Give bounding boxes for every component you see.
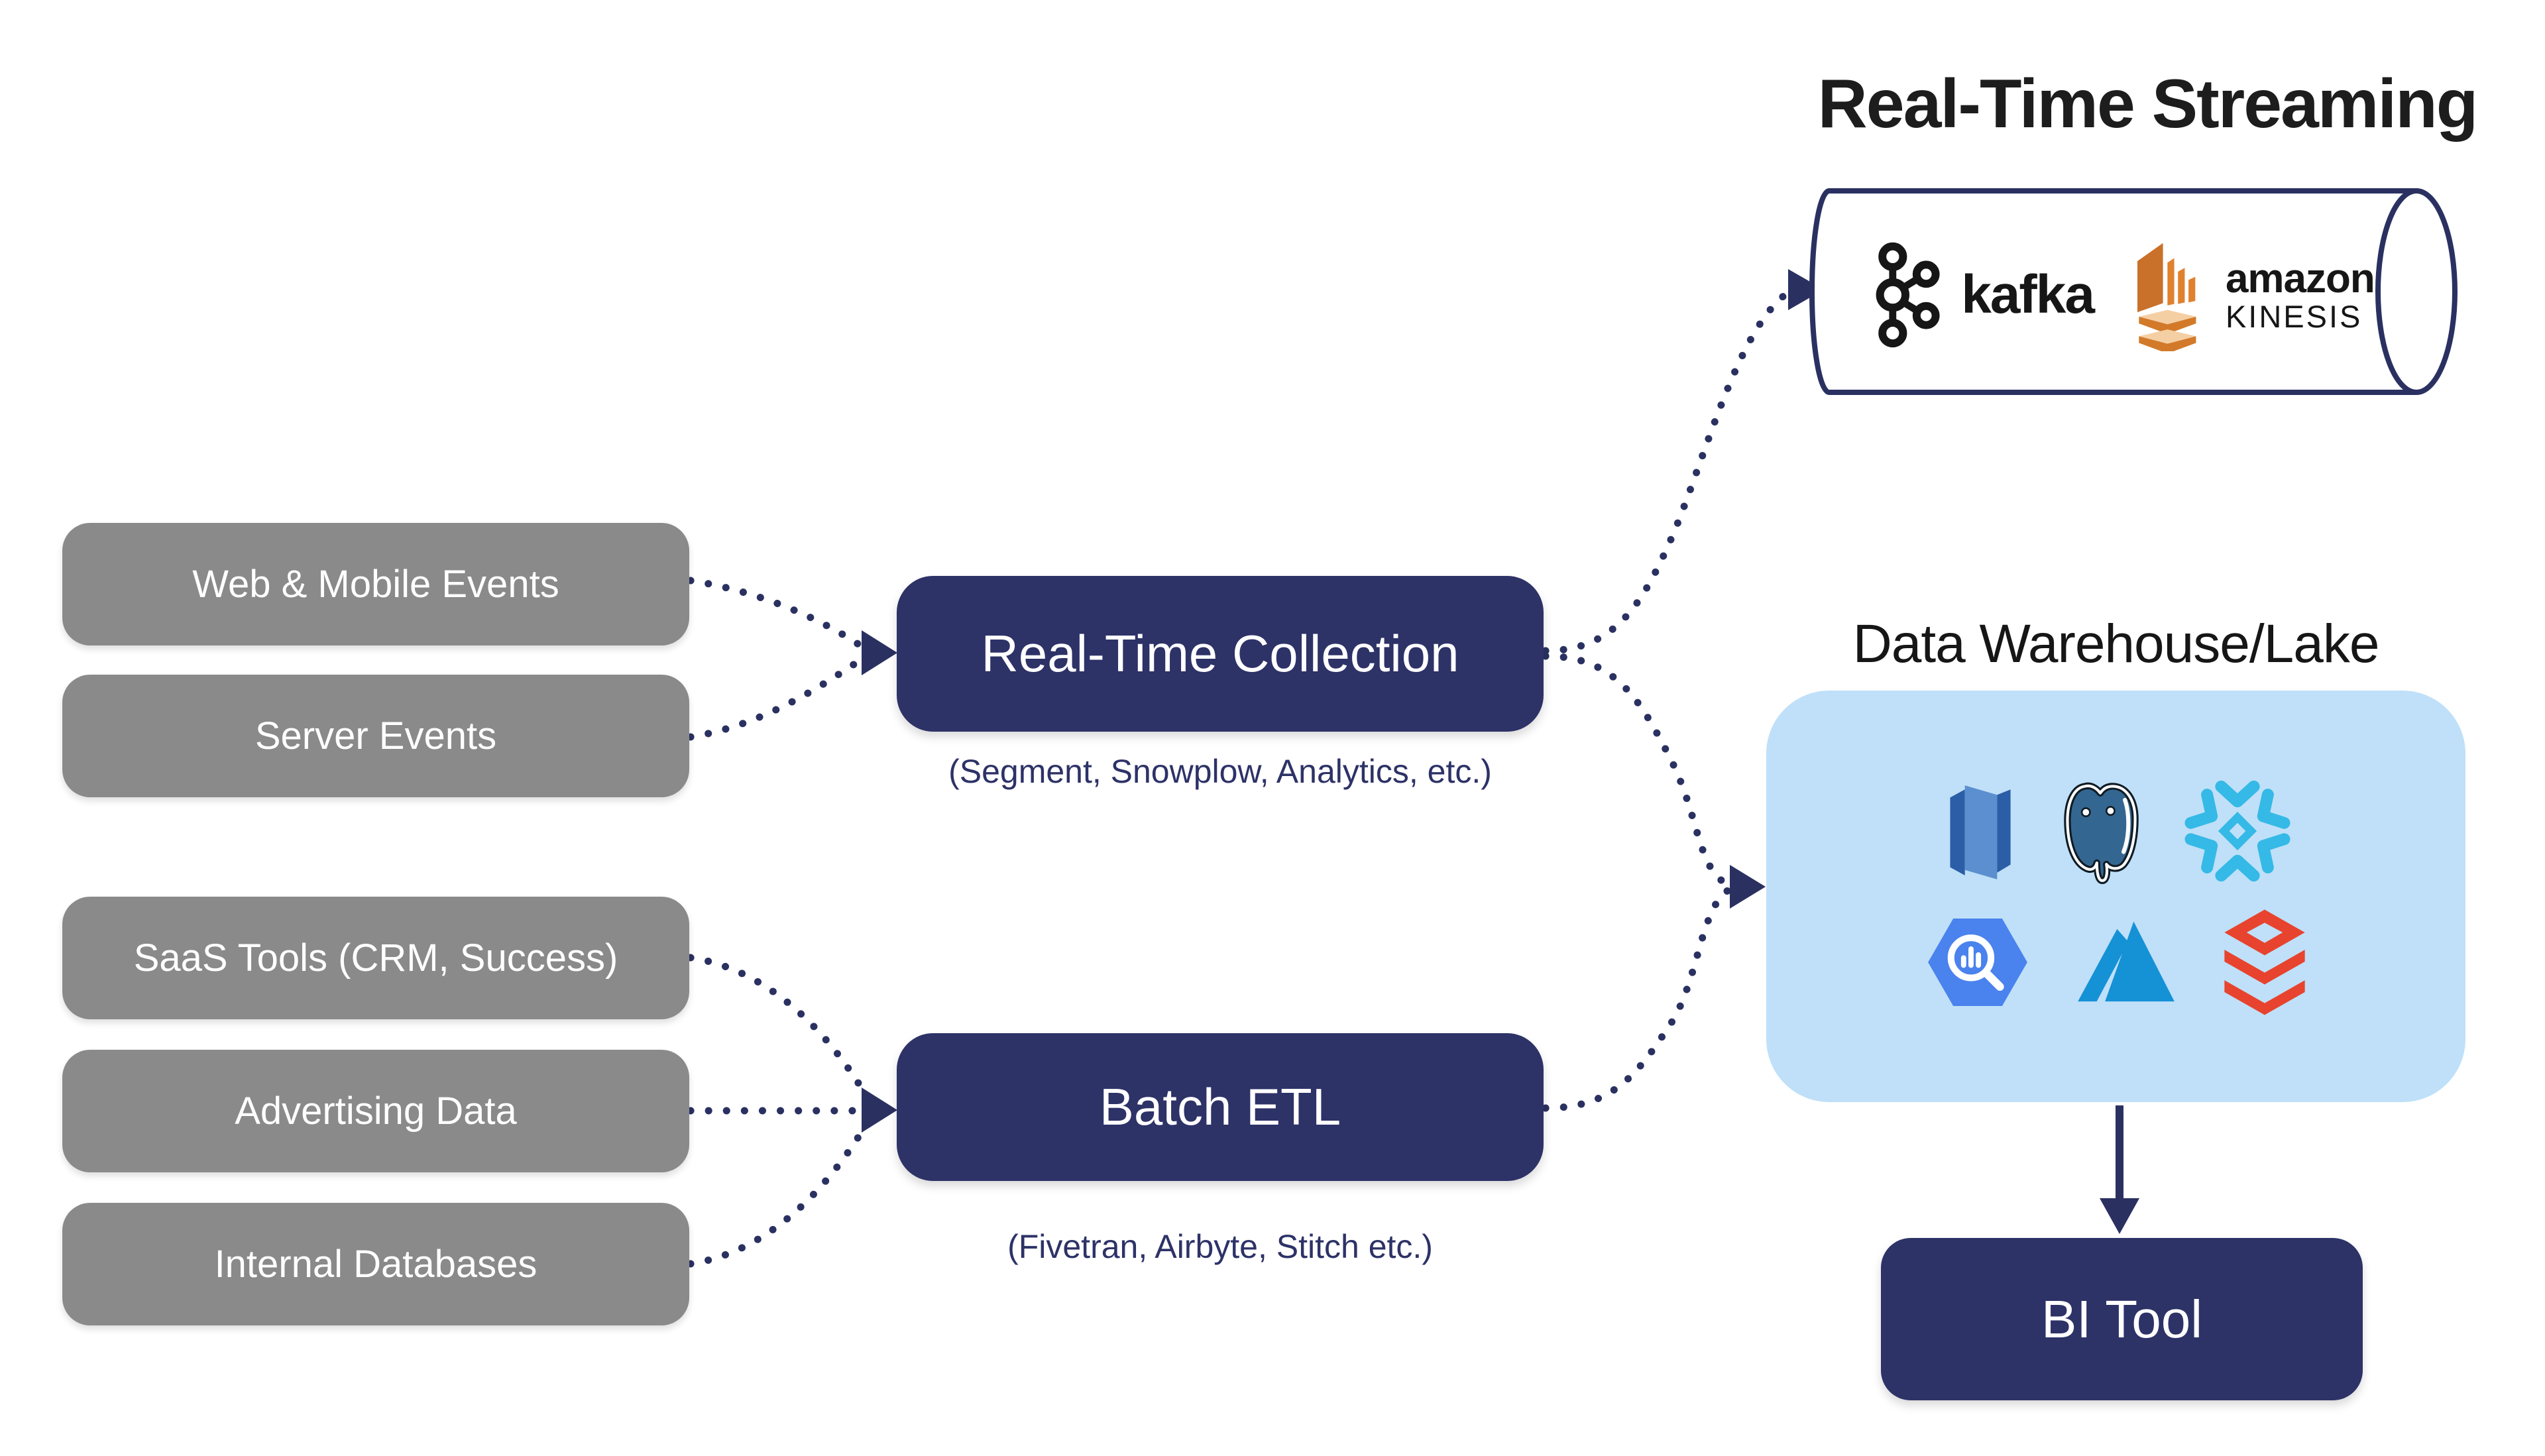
bi-tool-label: BI Tool [2041,1289,2203,1349]
azure-icon [2077,921,2175,1001]
source-label: Web & Mobile Events [192,563,559,606]
kafka-logo: kafka [1874,239,2095,351]
snowflake-icon [2184,780,2290,881]
source-label: Server Events [254,714,497,757]
arrow-rtc-to-streaming [1542,288,1793,655]
source-label: Advertising Data [235,1090,517,1133]
kafka-wordmark: kafka [1961,264,2095,325]
warehouse-logos-row-1 [1939,775,2293,887]
arrow-rtc-to-warehouse [1542,652,1735,890]
realtime-collection-box: Real-Time Collection [897,576,1544,732]
source-box-web-mobile-events: Web & Mobile Events [62,523,689,645]
databricks-icon [2224,909,2305,1015]
batch-etl-box: Batch ETL [897,1033,1544,1181]
redshift-icon [1949,785,2011,879]
realtime-collection-subtitle: (Segment, Snowplow, Analytics, etc.) [948,753,1492,790]
streaming-logos: kafka amazon KINESIS [1849,219,2399,371]
streaming-title: Real-Time Streaming [1817,66,2479,142]
bi-tool-box: BI Tool [1881,1238,2363,1400]
amazon-kinesis-logo: amazon KINESIS [2127,239,2375,351]
amazon-kinesis-icon [2137,243,2196,351]
arrowhead-into-etl [862,1088,897,1133]
kinesis-product-text: KINESIS [2225,298,2363,334]
source-box-internal-databases: Internal Databases [62,1203,689,1325]
source-box-saas-tools: SaaS Tools (CRM, Success) [62,897,689,1019]
arrow-server-events-to-rtc [687,656,864,741]
batch-etl-label: Batch ETL [1099,1078,1341,1136]
warehouse-box [1766,691,2465,1102]
postgresql-icon [2063,782,2139,884]
arrow-etl-to-warehouse [1542,885,1735,1112]
arrow-web-events-to-rtc [687,577,864,649]
source-label: SaaS Tools (CRM, Success) [133,936,618,980]
streaming-cylinder [1809,188,2458,395]
arrowhead-into-streaming [1788,269,1824,310]
realtime-collection-label: Real-Time Collection [981,624,1459,683]
batch-etl-subtitle: (Fivetran, Airbyte, Stitch etc.) [1007,1228,1433,1265]
bigquery-icon [1927,918,2027,1006]
kinesis-brand-text: amazon [2225,255,2375,302]
arrow-databases-to-etl [687,1128,866,1268]
warehouse-logos-row-2 [1922,907,2310,1018]
kafka-icon [1876,242,1940,348]
warehouse-title: Data Warehouse/Lake [1852,614,2380,674]
source-label: Internal Databases [214,1243,537,1286]
source-box-server-events: Server Events [62,675,689,797]
source-box-advertising-data: Advertising Data [62,1050,689,1172]
arrowhead-into-warehouse [1730,865,1766,909]
arrowhead-into-rtc [862,630,897,675]
kinesis-wordmark: amazon KINESIS [2226,257,2375,333]
arrowhead-into-bi-tool [2100,1198,2139,1234]
arrow-saas-to-etl [687,954,866,1092]
